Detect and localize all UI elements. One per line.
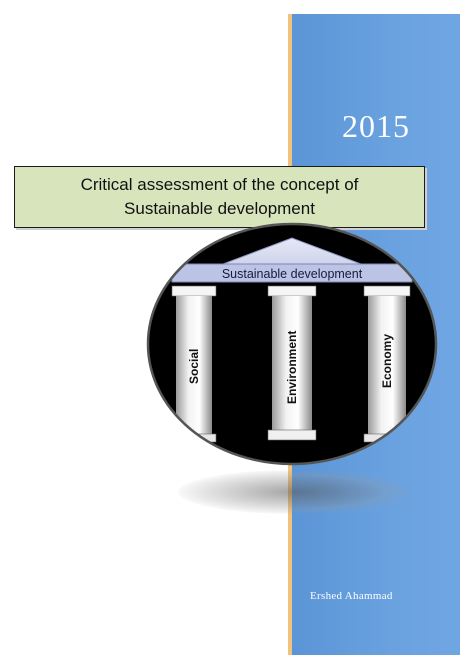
cover-year: 2015: [342, 108, 410, 144]
pillar-environment: Environment: [267, 285, 317, 441]
roof-label: Sustainable development: [222, 267, 363, 281]
title-line-1: Critical assessment of the concept of: [80, 175, 359, 194]
pillar-label-economy: Economy: [380, 334, 394, 388]
pillar-label-environment: Environment: [285, 331, 299, 404]
author-name: Ershed Ahammad: [310, 590, 393, 602]
sustainability-pillars-emblem: Sustainable development Social Environme…: [146, 222, 438, 466]
title-line-2: Sustainable development: [124, 199, 315, 218]
title-box: Critical assessment of the concept of Su…: [14, 166, 425, 228]
pillar-label-social: Social: [187, 349, 201, 384]
pillar-economy: Economy: [363, 285, 411, 443]
emblem-shadow: [178, 470, 410, 514]
